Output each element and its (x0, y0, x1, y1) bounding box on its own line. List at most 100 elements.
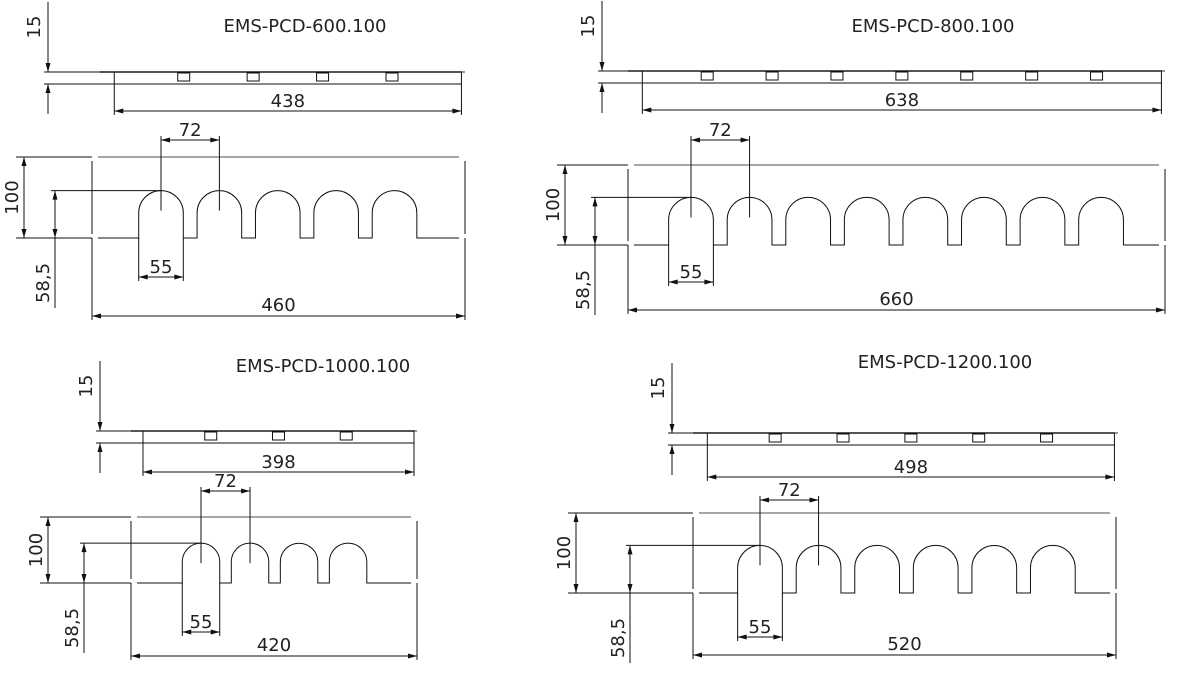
arrowhead-icon (1107, 652, 1116, 658)
arrowhead-icon (773, 634, 783, 640)
arrowhead-icon (599, 62, 605, 71)
front-plate-outline (692, 512, 1117, 594)
arrowhead-icon (592, 197, 598, 207)
arrowhead-icon (627, 584, 633, 593)
slot-width-dimension-label: 55 (680, 262, 703, 283)
arrowhead-icon (573, 513, 579, 522)
height-dimension-label: 15 (24, 16, 45, 39)
arrowhead-icon (81, 574, 87, 583)
arrowhead-icon (161, 137, 170, 143)
top-view-notch (177, 72, 191, 82)
top-view-notch (836, 433, 850, 443)
arrowhead-icon (52, 229, 58, 238)
arrowhead-icon (573, 584, 579, 593)
drawing-panel: EMS-PCD-800.100 15 638 100 58,5 72 55 660 (543, 1, 1166, 315)
height-dimension-label: 15 (648, 377, 669, 400)
slot-width-dimension-label: 55 (150, 257, 173, 278)
pitch-dimension-label: 72 (778, 480, 801, 501)
top-view-body (113, 71, 462, 85)
top-view-notch (830, 71, 844, 81)
top-view-notch (204, 431, 218, 441)
front-plate-outline (91, 156, 466, 239)
pitch-dimension-label: 72 (214, 471, 237, 492)
arrowhead-icon (452, 108, 462, 114)
arrowhead-icon (668, 279, 678, 285)
slot-depth-dimension-label: 58,5 (573, 270, 594, 310)
arrowhead-icon (737, 634, 747, 640)
top-view-notch (1025, 71, 1039, 81)
arrowhead-icon (21, 229, 27, 238)
top-view-body (641, 70, 1162, 84)
arrowhead-icon (809, 497, 819, 503)
plate-height-dimension-label: 100 (2, 180, 23, 214)
arrowhead-icon (760, 497, 769, 503)
top-view-notch (904, 433, 918, 443)
arrowhead-icon (704, 279, 714, 285)
top-view-notch (768, 433, 782, 443)
top-view-notch (1090, 71, 1104, 81)
part-title: EMS-PCD-1200.100 (858, 352, 1033, 373)
top-width-dimension-label: 638 (885, 90, 919, 111)
plate-width-dimension-label: 420 (257, 635, 291, 656)
pitch-dimension-label: 72 (709, 120, 732, 141)
top-view-notch (972, 433, 986, 443)
slot-width-dimension-label: 55 (190, 612, 213, 633)
arrowhead-icon (405, 469, 415, 475)
arrowhead-icon (456, 313, 465, 319)
arrowhead-icon (599, 83, 605, 92)
drawing-panel: EMS-PCD-1000.100 15 398 100 58,5 72 55 420 (26, 356, 418, 660)
arrowhead-icon (97, 443, 103, 452)
pitch-dimension-label: 72 (179, 120, 202, 141)
arrowhead-icon (21, 157, 27, 166)
top-view-notch (385, 72, 399, 82)
arrowhead-icon (740, 137, 750, 143)
top-view-notch (1040, 433, 1054, 443)
front-plate-outline (627, 164, 1166, 246)
arrowhead-icon (142, 469, 152, 475)
arrowhead-icon (241, 488, 251, 494)
plate-width-dimension-label: 660 (879, 289, 913, 310)
slot-depth-dimension-label: 58,5 (608, 618, 629, 658)
arrowhead-icon (592, 236, 598, 245)
arrowhead-icon (182, 629, 192, 635)
arrowhead-icon (669, 445, 675, 454)
slot-depth-dimension-label: 58,5 (33, 263, 54, 303)
top-width-dimension-label: 398 (261, 452, 295, 473)
part-title: EMS-PCD-1000.100 (236, 356, 411, 377)
arrowhead-icon (92, 313, 101, 319)
top-view-notch (895, 71, 909, 81)
plate-width-dimension-label: 460 (261, 295, 295, 316)
arrowhead-icon (81, 543, 87, 553)
arrowhead-icon (691, 137, 700, 143)
top-view-notch (316, 72, 330, 82)
top-view-body (706, 432, 1115, 446)
arrowhead-icon (210, 137, 220, 143)
arrowhead-icon (627, 545, 633, 555)
top-width-dimension-label: 498 (894, 457, 928, 478)
arrowhead-icon (210, 629, 220, 635)
part-title: EMS-PCD-800.100 (851, 16, 1014, 37)
arrowhead-icon (707, 474, 717, 480)
arrowhead-icon (1156, 307, 1165, 313)
front-plate-outline (130, 516, 418, 584)
height-dimension-label: 15 (578, 15, 599, 38)
arrowhead-icon (562, 165, 568, 174)
arrowhead-icon (1152, 107, 1162, 113)
plate-height-dimension-label: 100 (543, 188, 564, 222)
arrowhead-icon (45, 574, 51, 583)
part-title: EMS-PCD-600.100 (223, 16, 386, 37)
top-view-notch (765, 71, 779, 81)
top-view-notch (700, 71, 714, 81)
arrowhead-icon (642, 107, 652, 113)
slot-width-dimension-label: 55 (749, 617, 772, 638)
top-view-body (142, 430, 415, 444)
arrowhead-icon (174, 274, 184, 280)
height-dimension-label: 15 (76, 375, 97, 398)
plate-height-dimension-label: 100 (26, 533, 47, 567)
slot-depth-dimension-label: 58,5 (62, 608, 83, 648)
arrowhead-icon (138, 274, 148, 280)
plate-width-dimension-label: 520 (887, 634, 921, 655)
arrowhead-icon (669, 424, 675, 433)
